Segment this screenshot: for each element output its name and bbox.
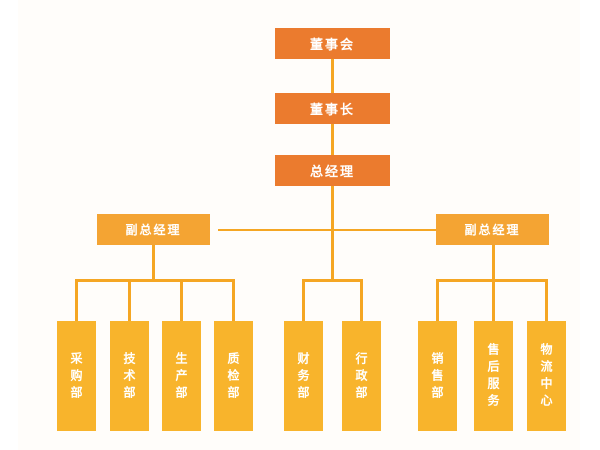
connector-gm-to-center-group [331,229,334,280]
connector-board-to-chairman [331,58,334,93]
connector-center-group-bus [302,279,363,282]
connector-drop-purchasing [75,279,78,321]
node-vice-gm-left[interactable]: 副总经理 [97,214,210,245]
connector-gm-to-vice-bus [331,185,334,230]
connector-drop-production [180,279,183,321]
node-department-administration[interactable]: 行政部 [342,321,381,431]
node-department-after-sales-service[interactable]: 售后服务 [474,321,513,431]
connector-drop-administration [360,279,363,321]
connector-left-group-bus [75,279,235,282]
node-department-finance[interactable]: 财务部 [284,321,323,431]
connector-drop-finance [302,279,305,321]
node-board[interactable]: 董事会 [275,28,390,59]
node-department-purchasing[interactable]: 采购部 [57,321,96,431]
node-vice-gm-right[interactable]: 副总经理 [436,214,549,245]
node-chairman[interactable]: 董事长 [275,93,390,124]
connector-drop-sales [436,279,439,321]
connector-drop-logistics [545,279,548,321]
connector-vice-right-stem [492,245,495,280]
connector-vice-left-stem [152,245,155,280]
connector-drop-quality [232,279,235,321]
connector-chairman-to-gm [331,123,334,155]
node-department-quality-inspection[interactable]: 质检部 [214,321,253,431]
connector-drop-after-sales [492,279,495,321]
node-department-logistics-center[interactable]: 物流中心 [527,321,566,431]
node-department-sales[interactable]: 销售部 [418,321,457,431]
node-department-technology[interactable]: 技术部 [110,321,149,431]
node-general-manager[interactable]: 总经理 [275,155,390,186]
connector-drop-technology [128,279,131,321]
node-department-production[interactable]: 生产部 [162,321,201,431]
